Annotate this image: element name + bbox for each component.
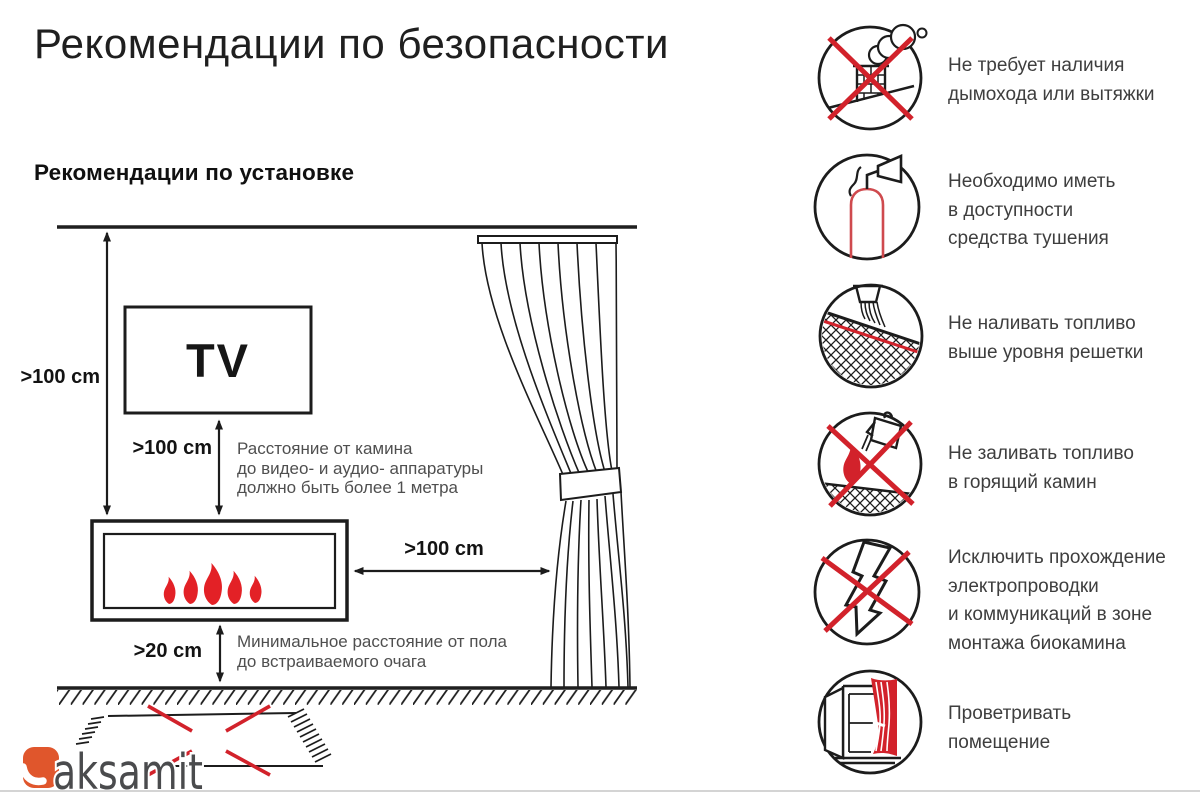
note-tv-distance: Расстояние от камина до видео- и аудио- … [237,439,484,497]
red-x [827,36,914,121]
flames-icon [163,563,262,605]
pour-spout [853,284,886,328]
extinguisher-icon [813,153,921,261]
dim-label-floor: >20 cm [133,640,202,662]
rule-text-6: Проветривать помещение [948,703,1072,753]
dim-label-side: >100 cm [404,538,484,560]
carpet [75,704,332,777]
rule-text-1: Не требует наличия дымохода или вытяжки [948,55,1155,105]
fuel-level-icon [818,283,924,389]
extinguisher-hose [848,166,862,197]
fuel-level-line [822,316,920,356]
curtain [477,235,631,688]
prohibition-x-marks [147,704,271,777]
page-title: Рекомендации по безопасности [34,20,669,67]
aksamit-logo: aksamit [19,742,206,800]
grate-surface [822,310,920,385]
bottom-divider [0,790,1200,792]
dim-label-ceiling: >100 cm [20,366,100,388]
rule-text-5: Исключить прохождение электропроводки и … [948,547,1166,654]
no-wiring-icon [813,538,921,646]
installation-heading: Рекомендации по установке [34,160,355,185]
no-refill-burning-icon [817,411,923,517]
rule-text-4: Не заливать топливо в горящий камин [948,443,1134,493]
floor-line [57,686,637,705]
rule-text-3: Не наливать топливо выше уровня решетки [948,313,1144,363]
no-chimney-icon [817,23,928,131]
carpet-fringe-left [75,716,105,745]
open-window [823,684,901,765]
tv-label: TV [186,334,250,387]
window-curtain [871,678,897,756]
dim-label-tv: >100 cm [132,437,212,459]
red-x [820,550,914,633]
red-x [826,420,915,508]
fireplace-box [90,519,349,622]
note-floor-distance: Минимальное расстояние от пола до встраи… [237,632,507,671]
installation-diagram: TV [57,225,637,777]
rule-text-2: Необходимо иметь в доступности средства … [948,171,1116,249]
tv-box: TV [123,305,313,415]
carpet-fringe-right [287,708,332,763]
extinguisher-horn [865,154,903,189]
ventilate-icon [817,669,923,775]
